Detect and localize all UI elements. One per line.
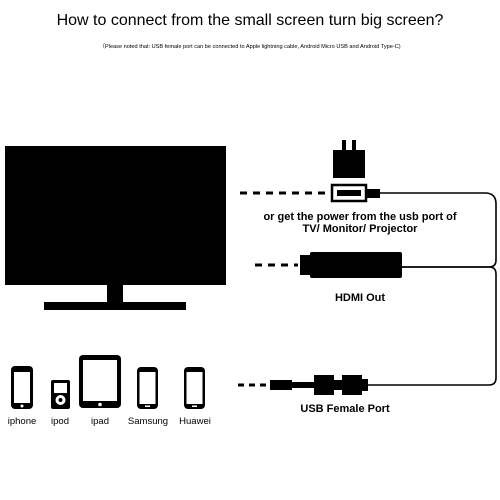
usb-cable — [368, 266, 497, 386]
device-label-huawei: Huawei — [179, 416, 211, 427]
ipod-icon — [51, 380, 70, 409]
iphone-icon — [11, 366, 33, 409]
page-title: How to connect from the small screen tur… — [56, 12, 444, 29]
tv-icon — [5, 146, 226, 310]
note-text: （Please noted that: USB female port can … — [99, 44, 401, 50]
usb-female-port-icon — [270, 375, 368, 395]
device-label-iphone: iphone — [7, 416, 37, 427]
device-label-ipad: ipad — [91, 416, 109, 427]
usb-power-connector-icon — [330, 183, 380, 203]
device-label-ipod: ipod — [51, 416, 69, 427]
hdmi-label: HDMI Out — [334, 292, 386, 304]
ipad-icon — [79, 355, 121, 408]
device-label-samsung: Samsung — [127, 416, 169, 427]
samsung-phone-icon — [137, 367, 158, 409]
hdmi-connector-icon — [300, 252, 402, 278]
huawei-phone-icon — [184, 367, 205, 409]
power-adapter-icon — [333, 140, 365, 178]
usb-label: USB Female Port — [300, 403, 390, 415]
power-label-2: TV/ Monitor/ Projector — [302, 223, 418, 235]
power-label: or get the power from the usb port of — [263, 211, 457, 223]
